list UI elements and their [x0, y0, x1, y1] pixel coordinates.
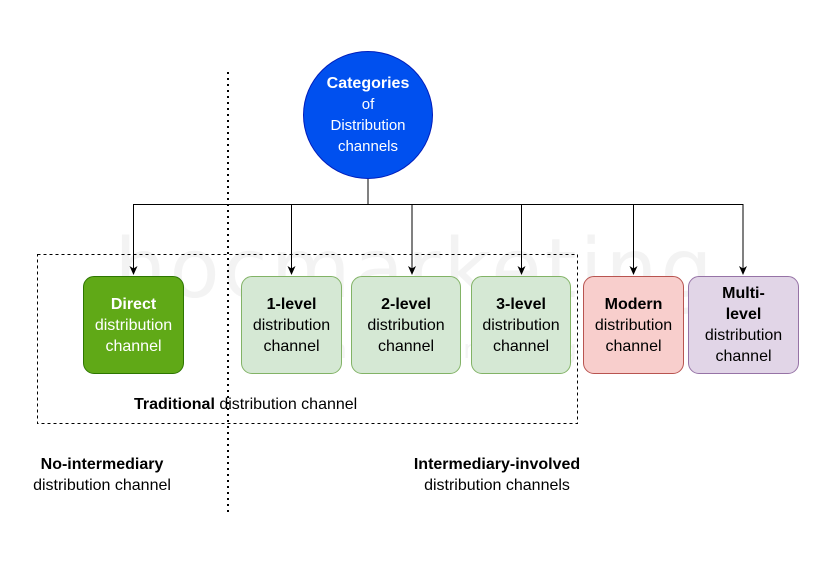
level1-line-distribution: distribution [252, 316, 331, 334]
traditional-group-label: Traditional distribution channel [134, 395, 357, 415]
level2-channel-node: 2-level distribution channel [351, 276, 461, 374]
no-intermediary-subtitle: distribution channel [33, 477, 171, 494]
multi-level-title-line1: Multi- [722, 285, 765, 302]
level1-title: 1-level [266, 295, 317, 313]
traditional-group-boundary [37, 254, 578, 424]
no-intermediary-title: No-intermediary [40, 456, 164, 473]
no-intermediary-caption: No-intermediary distribution channel [10, 454, 194, 496]
level3-channel-node: 3-level distribution channel [471, 276, 571, 374]
level3-title: 3-level [496, 295, 546, 313]
level2-line-distribution: distribution [367, 316, 445, 334]
level3-line-distribution: distribution [482, 316, 560, 334]
direct-title: Direct [110, 295, 157, 313]
modern-title: Modern [604, 295, 663, 313]
direct-line-distribution: distribution [94, 316, 173, 334]
modern-line-distribution: distribution [594, 316, 673, 334]
modern-channel-node: Modern distribution channel [583, 276, 684, 374]
multi-level-channel-node: Multi- level distribution channel [688, 276, 799, 374]
root-line-of: of [361, 96, 375, 113]
level1-channel-node: 1-level distribution channel [241, 276, 342, 374]
root-line-channels: channels [337, 138, 399, 155]
intermediary-involved-subtitle: distribution channels [424, 477, 570, 494]
traditional-label-rest: distribution channel [214, 396, 358, 413]
direct-channel-node: Direct distribution channel [83, 276, 184, 374]
multi-level-line-channel: channel [715, 348, 772, 365]
level2-title: 2-level [381, 295, 431, 313]
traditional-label-bold: Traditional [134, 396, 215, 413]
intermediary-involved-caption: Intermediary-involved distribution chann… [380, 454, 614, 496]
level2-line-channel: channel [377, 337, 435, 355]
modern-line-channel: channel [605, 337, 662, 355]
root-title: Categories [326, 75, 410, 92]
level1-line-channel: channel [263, 337, 320, 355]
multi-level-title-line2: level [725, 306, 762, 323]
level3-line-channel: channel [492, 337, 550, 355]
intermediary-involved-title: Intermediary-involved [413, 456, 581, 473]
root-categories-node: Categories of Distribution channels [303, 51, 433, 179]
multi-level-line-distribution: distribution [704, 327, 783, 344]
root-line-distribution: Distribution [330, 117, 406, 134]
direct-line-channel: channel [105, 337, 162, 355]
